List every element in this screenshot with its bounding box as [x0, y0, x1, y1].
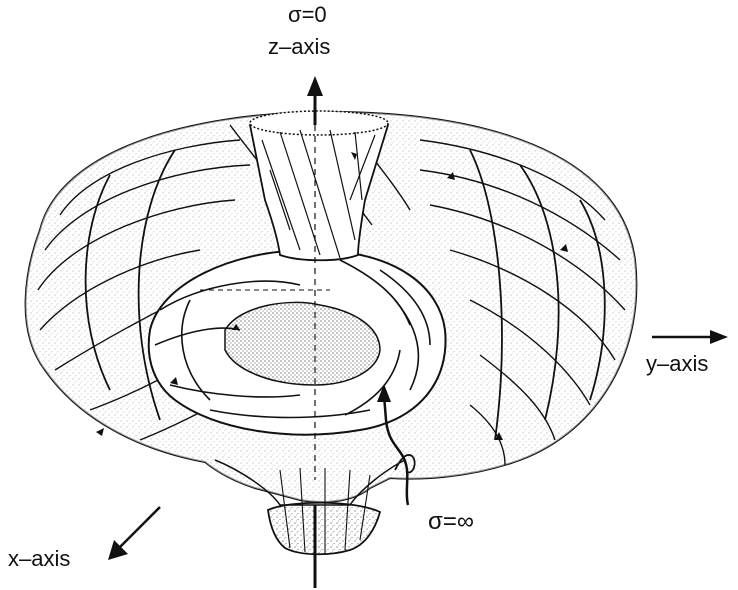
inner-torus-hole: [224, 301, 381, 386]
sigma-infinity-label: σ=∞: [428, 508, 474, 535]
z-axis-arrowhead: [307, 76, 323, 96]
y-axis-label: y–axis: [646, 351, 709, 376]
lower-funnel-surface: [267, 501, 382, 556]
inner-torus: [147, 248, 447, 436]
sigma-infinity-arrowhead: [377, 384, 391, 402]
y-axis: [200, 289, 728, 344]
x-axis-line: [117, 506, 161, 550]
upper-funnel-rim: [249, 110, 389, 136]
x-axis-label: x–axis: [8, 546, 71, 571]
sigma-infinity-leader: [382, 394, 410, 506]
x-axis: [108, 506, 161, 560]
sigma-zero-label: σ=0: [288, 2, 327, 27]
x-axis-arrowhead: [108, 540, 128, 560]
outer-torus-poloidal-lines: [84, 149, 606, 441]
field-line-arrowheads: [96, 152, 568, 440]
y-axis-arrowhead: [710, 330, 728, 344]
z-axis-label: z–axis: [268, 34, 331, 59]
lower-funnel: [214, 459, 406, 556]
sigma-infinity-pointer: [377, 384, 416, 506]
z-axis: [307, 76, 323, 588]
